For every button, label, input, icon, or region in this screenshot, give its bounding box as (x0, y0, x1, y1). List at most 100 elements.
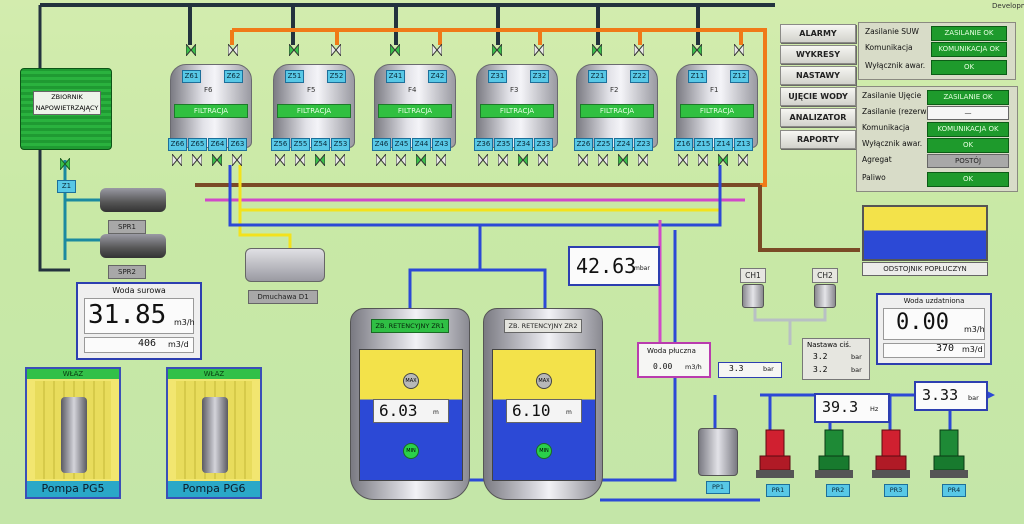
filter-F6-top-valve-1[interactable] (186, 44, 196, 56)
ujecie-row-6-label: Paliwo (862, 173, 886, 182)
filter-F6-top-valve-2[interactable] (228, 44, 238, 56)
filter-F4-tag-bottom-1: Z46 (372, 138, 391, 151)
filter-F3-top-valve-1[interactable] (492, 44, 502, 56)
chlorine-1-label: CH1 (740, 268, 766, 283)
filter-F2-bottom-valve-1[interactable] (578, 154, 588, 166)
filter-F4-top-valve-1[interactable] (390, 44, 400, 56)
filter-F6-bottom-valve-2[interactable] (192, 154, 202, 166)
filter-F5-bottom-valve-2[interactable] (295, 154, 305, 166)
filter-F5-bottom-valve-1[interactable] (275, 154, 285, 166)
compressor-1-label: SPR1 (108, 220, 146, 234)
filter-F1-bottom-valve-3[interactable] (718, 154, 728, 166)
filter-F1-top-valve-2[interactable] (734, 44, 744, 56)
filter-F1-bottom-valve-2[interactable] (698, 154, 708, 166)
tank-zr2-max-indicator: MAX (536, 373, 552, 389)
frequency-value: 39.3 (822, 398, 859, 416)
pump-pp1-icon[interactable] (698, 428, 738, 476)
corner-label: Developm (992, 2, 1024, 10)
charts-button[interactable]: WYKRESY (780, 45, 856, 64)
filter-F3-bottom-valve-4[interactable] (538, 154, 548, 166)
filter-F5-top-valve-2[interactable] (331, 44, 341, 56)
treated-water-flow-unit: m3/h (964, 325, 985, 334)
filter-F2-bottom-valve-3[interactable] (618, 154, 628, 166)
filter-F1-top-valve-1[interactable] (692, 44, 702, 56)
filter-F4-bottom-valve-2[interactable] (396, 154, 406, 166)
tank-zr1-level-box (373, 399, 449, 423)
filter-F5-name: F5 (307, 86, 316, 94)
ujecie-row-6-value: OK (927, 172, 1009, 187)
filter-F4-bottom-valve-4[interactable] (436, 154, 446, 166)
aerator-label: ZBIORNIK NAPOWIETRZAJĄCY (33, 91, 101, 115)
filter-F6-bottom-valve-1[interactable] (172, 154, 182, 166)
pressure-value: 42.63 (576, 254, 637, 278)
raw-water-daily: 406 (138, 338, 157, 349)
filter-F4-status: FILTRACJA (378, 104, 452, 118)
filter-F3-bottom-valve-3[interactable] (518, 154, 528, 166)
retention-tank-zr1[interactable]: ZB. RETENCYJNY ZR1 MAX 6.03 m MIN (350, 308, 470, 500)
treated-water-daily-unit: m3/d (962, 345, 983, 354)
filter-F1-tag-bottom-2: Z15 (694, 138, 713, 151)
filter-F1-bottom-valve-1[interactable] (678, 154, 688, 166)
filter-F2-bottom-valve-4[interactable] (638, 154, 648, 166)
filter-F6-bottom-valve-4[interactable] (232, 154, 242, 166)
compressor-2[interactable] (100, 234, 166, 258)
pump-pr3-icon[interactable] (872, 428, 910, 480)
blower-icon[interactable] (245, 248, 325, 282)
filter-F5-tag-bottom-1: Z56 (271, 138, 290, 151)
pressure-display: 42.63 mbar (568, 246, 660, 286)
pump-pr3-label: PR3 (884, 484, 908, 497)
filter-F5-bottom-valve-3[interactable] (315, 154, 325, 166)
compressor-2-label: SPR2 (108, 265, 146, 279)
pump-pg5-name: Pompa PG5 (27, 481, 119, 497)
alarms-button[interactable]: ALARMY (780, 24, 856, 43)
aerator-valve[interactable] (60, 158, 70, 170)
filter-F2-top-valve-2[interactable] (634, 44, 644, 56)
chlorine-1-icon[interactable] (742, 284, 764, 308)
pump-pr1-icon[interactable] (756, 428, 794, 480)
filter-F2-tag-top-2: Z22 (630, 70, 649, 83)
pressure-setpoint-title: Nastawa ciś. (807, 341, 852, 349)
suw-row-3-value: OK (931, 60, 1007, 75)
filter-F3-top-valve-2[interactable] (534, 44, 544, 56)
filter-F3-bottom-valve-1[interactable] (478, 154, 488, 166)
filter-F3-tag-bottom-4: Z33 (534, 138, 553, 151)
pressure-setpoint-2[interactable]: 3.2 (813, 365, 828, 374)
filter-F5-top-valve-1[interactable] (289, 44, 299, 56)
filter-F4-bottom-valve-1[interactable] (376, 154, 386, 166)
filter-F2-top-valve-1[interactable] (592, 44, 602, 56)
filter-F3-tag-bottom-2: Z35 (494, 138, 513, 151)
settler-tank[interactable] (862, 205, 988, 261)
filter-F1-tag-bottom-4: Z13 (734, 138, 753, 151)
chlorine-2-icon[interactable] (814, 284, 836, 308)
tank-zr2-level: 6.10 (512, 401, 551, 420)
analyzer-button[interactable]: ANALIZATOR (780, 108, 856, 127)
raw-water-title: Woda surowa (112, 286, 166, 295)
chlorine-2-label: CH2 (812, 268, 838, 283)
filter-F2-tag-bottom-2: Z25 (594, 138, 613, 151)
filter-F6-bottom-valve-3[interactable] (212, 154, 222, 166)
retention-tank-zr2[interactable]: ZB. RETENCYJNY ZR2 MAX 6.10 m MIN (483, 308, 603, 500)
filter-F4-top-valve-2[interactable] (432, 44, 442, 56)
filter-F5-status: FILTRACJA (277, 104, 351, 118)
filter-F6-tag-bottom-4: Z63 (228, 138, 247, 151)
reports-button[interactable]: RAPORTY (780, 130, 856, 149)
filter-F4-bottom-valve-3[interactable] (416, 154, 426, 166)
filter-F5-bottom-valve-4[interactable] (335, 154, 345, 166)
filter-F2-bottom-valve-2[interactable] (598, 154, 608, 166)
compressor-1[interactable] (100, 188, 166, 212)
filter-F3-bottom-valve-2[interactable] (498, 154, 508, 166)
pump-pg5-icon (61, 397, 87, 473)
filter-F6-name: F6 (204, 86, 213, 94)
pressure-unit: mbar (634, 265, 650, 272)
pressure-setpoint-1[interactable]: 3.2 (813, 352, 828, 361)
filter-F5-tag-top-2: Z52 (327, 70, 346, 83)
filter-F1-bottom-valve-4[interactable] (738, 154, 748, 166)
pump-pg6-card[interactable]: WŁAZ Pompa PG6 (166, 367, 262, 499)
water-intake-button[interactable]: UJĘCIE WODY (780, 87, 856, 106)
tank-zr1-unit: m (433, 409, 439, 416)
pump-pr4-icon[interactable] (930, 428, 968, 480)
pump-pg5-card[interactable]: WŁAZ Pompa PG5 (25, 367, 121, 499)
ujecie-row-1-label: Zasilanie Ujęcie (862, 91, 922, 100)
pump-pr2-icon[interactable] (815, 428, 853, 480)
settings-button[interactable]: NASTAWY (780, 66, 856, 85)
